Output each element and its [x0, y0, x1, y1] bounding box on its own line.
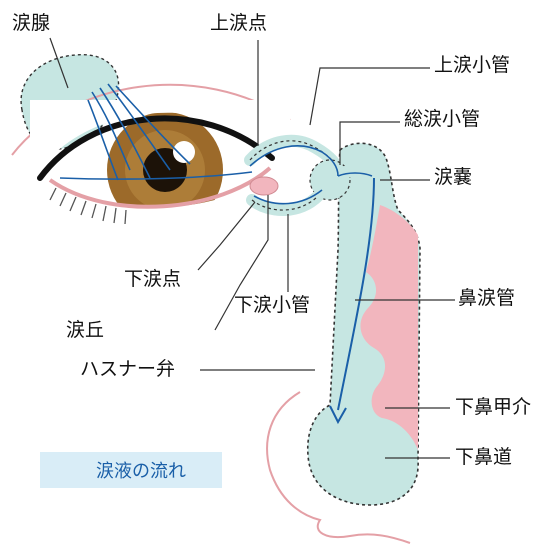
label-upper-canaliculus: 上涙小管 — [434, 54, 511, 76]
canaliculus-junction — [309, 159, 351, 201]
label-lower-canaliculus: 下涙小管 — [234, 294, 311, 316]
caruncle-shape — [249, 176, 279, 196]
legend-box: 涙液の流れ — [40, 452, 222, 488]
tear-flow-main — [337, 177, 375, 411]
label-upper-punctum: 上涙点 — [210, 12, 268, 34]
tear-flow-lines — [59, 83, 373, 205]
upper-canaliculus-outline — [249, 140, 341, 176]
lower-lashes — [49, 187, 127, 225]
lower-canaliculus-outline — [251, 195, 319, 211]
label-nasolacrimal-duct: 鼻涙管 — [458, 287, 516, 309]
common-canaliculus-shape — [343, 164, 370, 178]
label-inferior-turbinate: 下鼻甲介 — [455, 396, 532, 418]
label-common-canaliculus: 総涙小管 — [404, 108, 481, 130]
upper-lid-skin — [30, 100, 290, 188]
legend-label: 涙液の流れ — [96, 461, 186, 482]
nose-skin-outline — [266, 391, 411, 544]
tear-flow-arrowhead — [329, 405, 347, 425]
inferior-turbinate-shape — [360, 205, 418, 450]
label-lacrimal-gland: 涙腺 — [12, 12, 51, 34]
lower-lid-skin — [30, 170, 290, 240]
label-inferior-meatus: 下鼻道 — [455, 446, 513, 468]
leader-lines — [49, 37, 455, 459]
upper-eyelid-line — [37, 115, 275, 181]
lower-eyelid-line — [48, 166, 272, 209]
label-caruncle: 涙丘 — [66, 319, 105, 341]
label-lower-punctum: 下涙点 — [124, 268, 182, 290]
eye-highlight — [173, 141, 195, 163]
label-lacrimal-sac: 涙嚢 — [434, 166, 473, 188]
label-hasner-valve: ハスナー弁 — [80, 358, 176, 380]
